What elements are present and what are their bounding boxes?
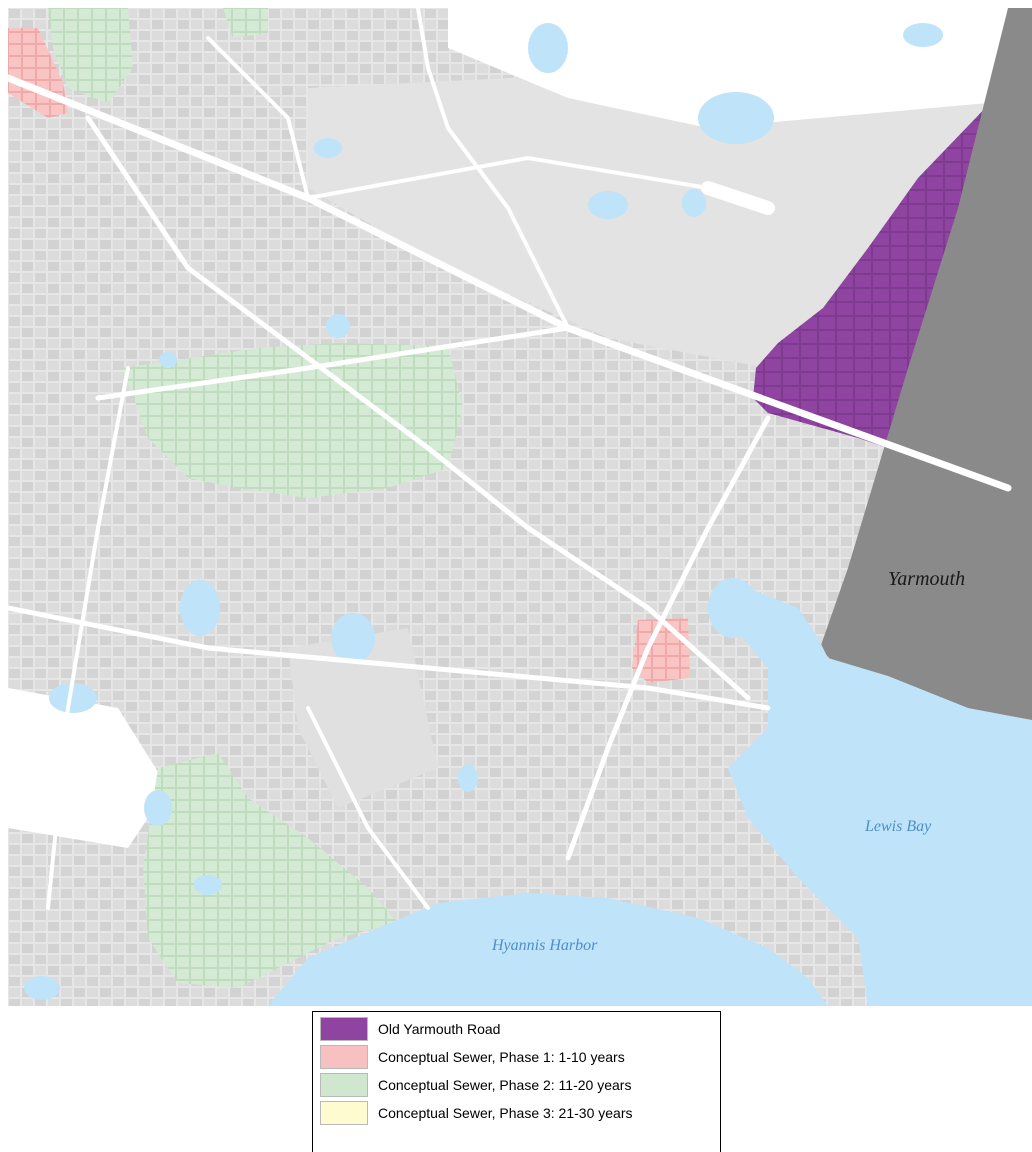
legend-swatch (320, 1100, 368, 1125)
pond (159, 352, 177, 368)
pond (708, 578, 758, 638)
pond (331, 613, 375, 663)
pond (49, 683, 97, 713)
old-yarmouth-road-area[interactable] (753, 100, 993, 448)
pond (458, 764, 478, 792)
pond (314, 138, 342, 158)
pond (326, 314, 350, 338)
phase2-area-top[interactable] (48, 8, 133, 103)
legend-swatch (320, 1044, 368, 1069)
phase2-area-top-right[interactable] (223, 8, 268, 38)
hyannis-harbor-water[interactable] (268, 893, 828, 1006)
pond (180, 580, 220, 636)
legend-label: Conceptual Sewer, Phase 3: 21-30 years (378, 1104, 633, 1121)
open-land-north-white (448, 8, 1008, 128)
legend-label: Conceptual Sewer, Phase 1: 1-10 years (378, 1048, 625, 1065)
pond (144, 790, 172, 826)
pond (194, 875, 222, 895)
phase2-area-south[interactable] (143, 753, 398, 988)
pond (528, 23, 568, 73)
map-canvas[interactable] (8, 8, 1032, 1006)
pond (903, 23, 943, 47)
open-land-central (288, 628, 438, 808)
pond (698, 92, 774, 144)
legend-swatch (320, 1016, 368, 1041)
map-label-yarmouth: Yarmouth (888, 568, 966, 590)
legend-item-phase2: Conceptual Sewer, Phase 2: 11-20 years (320, 1071, 720, 1098)
yarmouth-town-area[interactable] (820, 8, 1032, 720)
map-legend: Old Yarmouth Road Conceptual Sewer, Phas… (312, 1011, 721, 1152)
legend-label: Conceptual Sewer, Phase 2: 11-20 years (378, 1076, 632, 1093)
legend-item-old-yarmouth-road: Old Yarmouth Road (320, 1015, 720, 1042)
map-view[interactable]: Yarmouth Lewis Bay Hyannis Harbor (8, 8, 1032, 1006)
legend-swatch (320, 1072, 368, 1097)
map-label-lewis-bay: Lewis Bay (865, 818, 932, 835)
open-land-west-white (8, 688, 168, 848)
phase1-area-harbor[interactable] (632, 618, 690, 683)
legend-item-phase1: Conceptual Sewer, Phase 1: 1-10 years (320, 1043, 720, 1070)
pond (682, 189, 706, 217)
legend-label: Old Yarmouth Road (378, 1020, 501, 1037)
road-network (8, 8, 1012, 910)
lewis-bay-water[interactable] (718, 583, 1032, 1006)
pond (24, 976, 60, 1000)
open-land-north (308, 68, 988, 368)
legend-item-phase3: Conceptual Sewer, Phase 3: 21-30 years (320, 1099, 720, 1126)
map-label-hyannis-harbor: Hyannis Harbor (492, 937, 598, 954)
pond (588, 191, 628, 219)
